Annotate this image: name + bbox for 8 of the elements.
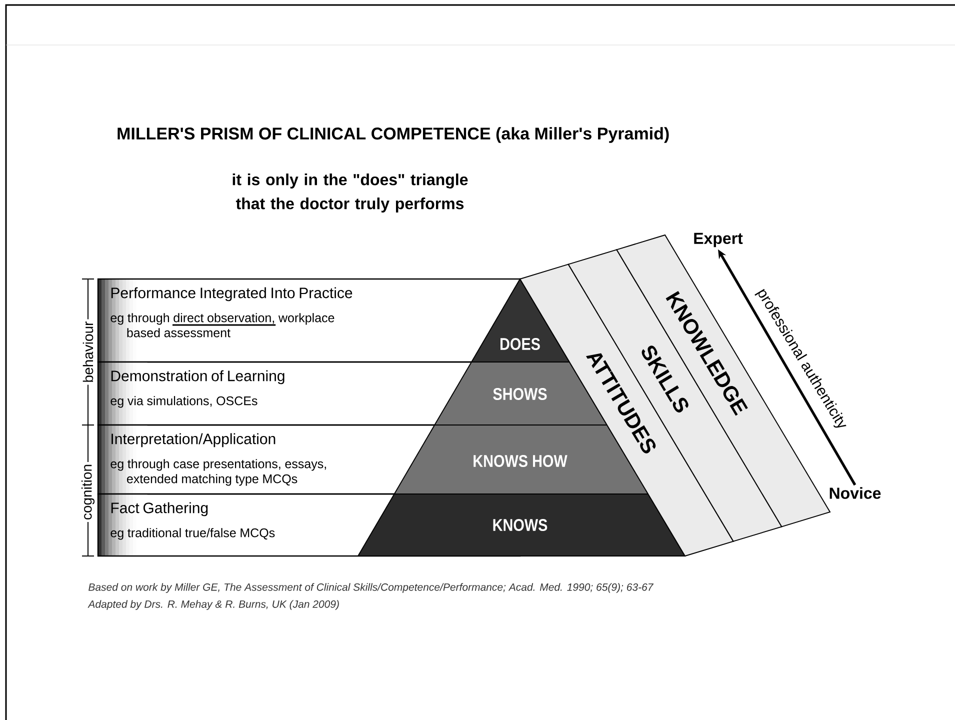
scale-end-label: Novice bbox=[830, 487, 881, 499]
bracket-label: behaviour bbox=[80, 319, 96, 385]
source-note: Based on work by Miller GE, The Assessment of Clinical Skills/Competence/Performance; Acad. Med. 1990; 65(9); 63-67 bbox=[88, 583, 654, 593]
subtitle: it is only in the "does" triangle that the doctor truly performs bbox=[232, 174, 468, 212]
scale-end-label: Expert bbox=[694, 232, 743, 248]
source-note: Adapted by Drs. R. Mehay & R. Burns, UK (Jan 2009) bbox=[88, 600, 339, 610]
bracket-label: cognition bbox=[79, 462, 97, 522]
title: MILLER'S PRISM OF CLINICAL COMPETENCE (aka Miller's Pyramid) bbox=[118, 127, 669, 143]
